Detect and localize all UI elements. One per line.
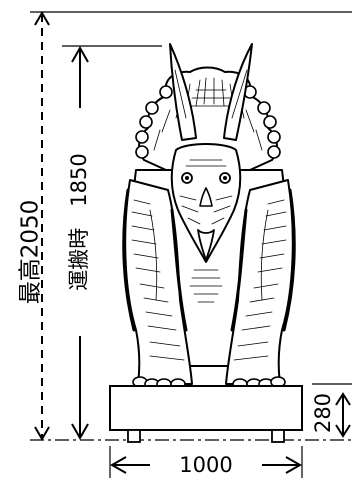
left-brow-horn — [169, 43, 197, 141]
base-block — [109, 385, 303, 431]
nose-horn — [199, 187, 213, 207]
width-arrowhead-left — [109, 456, 127, 474]
transport-arrowhead-bottom — [71, 423, 89, 441]
pedestal-base — [109, 385, 303, 443]
right-foot — [271, 429, 285, 443]
transport-height-label: 運搬時 1850 — [67, 153, 91, 290]
transport-height-dimension-line — [71, 45, 89, 441]
width-label: 1000 — [179, 453, 232, 477]
triceratops-statue-front-view-icon — [122, 43, 296, 390]
max-height-arrowhead-top — [34, 11, 50, 26]
max-height-dimension-line — [34, 11, 50, 441]
max-height-label: 最高2050 — [18, 200, 44, 305]
base-arrowhead-top — [335, 392, 351, 406]
right-brow-horn — [223, 43, 253, 141]
base-height-label: 280 — [311, 393, 335, 433]
base-height-dimension-line — [312, 383, 352, 438]
left-foot — [127, 429, 141, 443]
width-arrowhead-right — [285, 456, 303, 474]
beak — [197, 229, 215, 261]
width-dimension-line — [109, 446, 303, 478]
reference-lines — [30, 11, 352, 441]
transport-arrowhead-top — [71, 45, 89, 63]
max-height-arrowhead-bottom — [34, 426, 50, 441]
base-arrowhead-bottom — [335, 424, 351, 438]
